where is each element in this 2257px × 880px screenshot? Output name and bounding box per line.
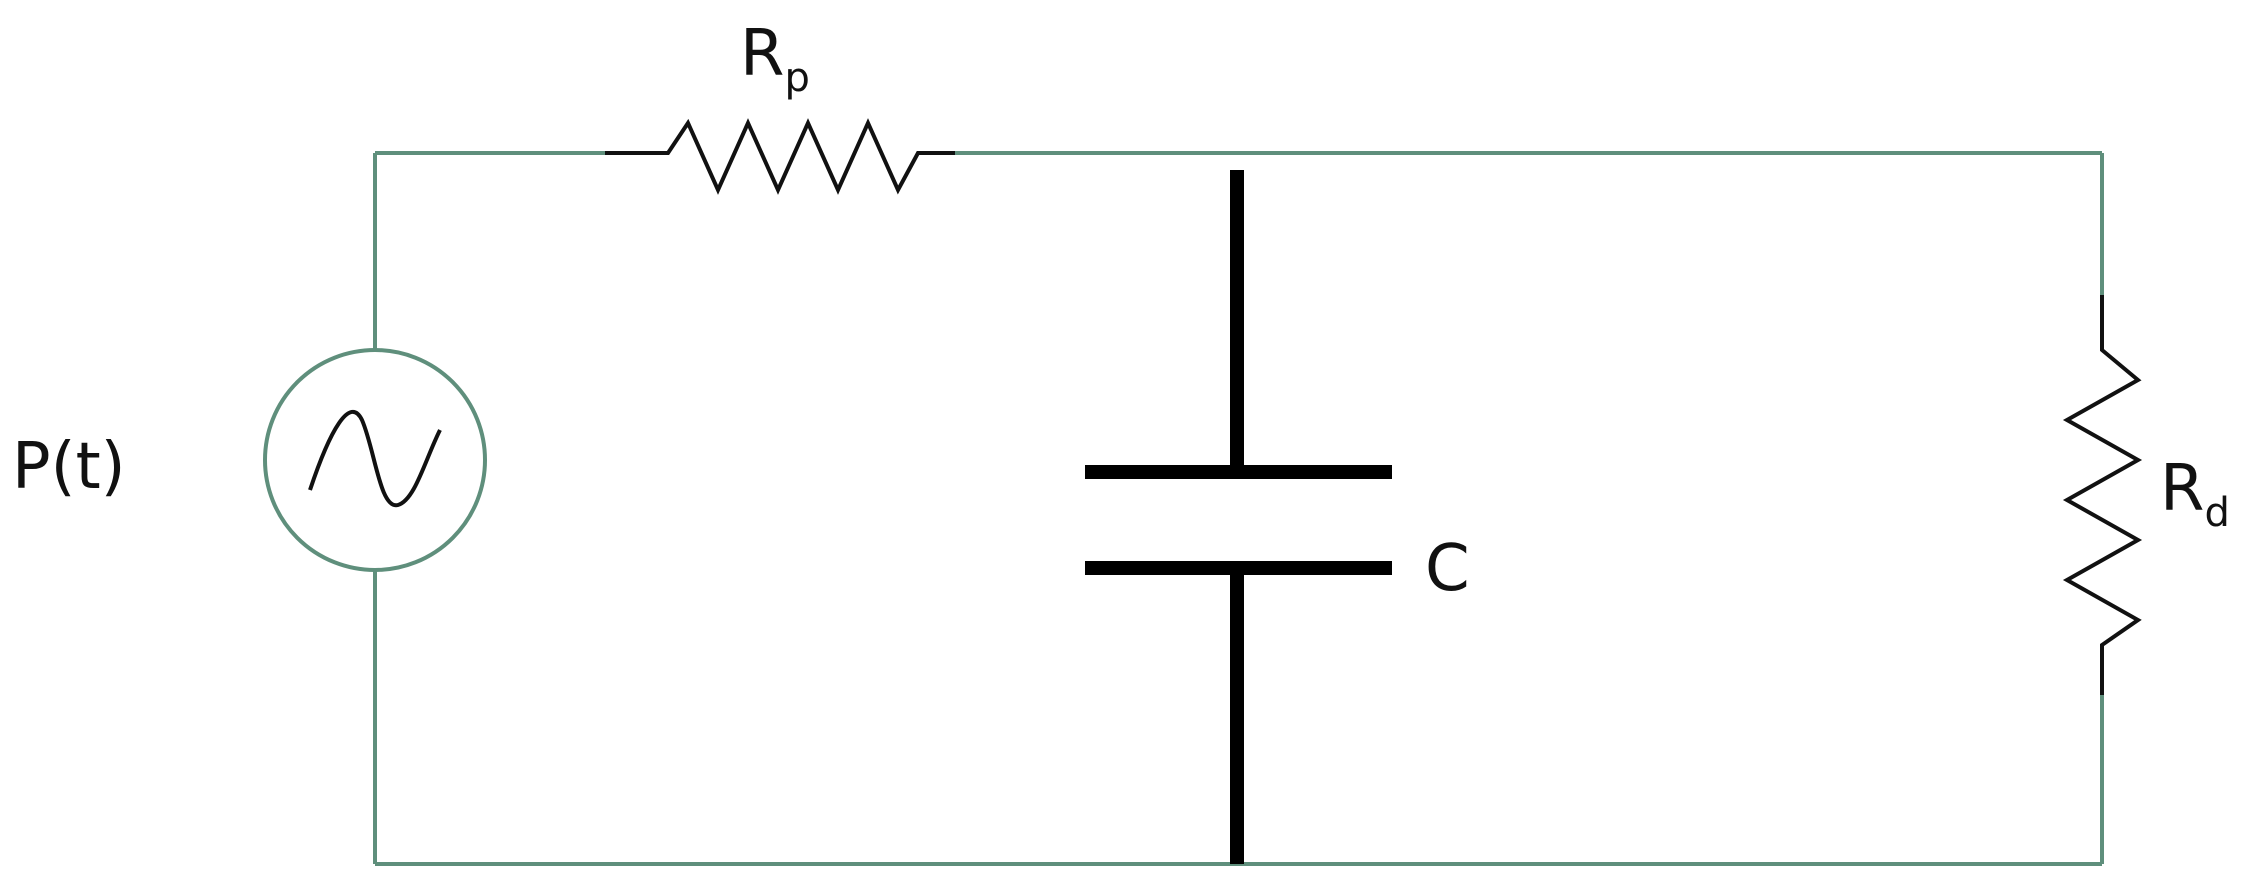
- resistor-rd-subscript: d: [2204, 490, 2229, 536]
- resistor-rp-subscript: p: [784, 55, 809, 101]
- resistor-rd-zigzag: [2062, 295, 2143, 695]
- ac-source: [263, 348, 487, 572]
- resistor-rp-label: Rp: [740, 17, 810, 101]
- resistor-rp-letter: R: [740, 17, 784, 91]
- capacitor: [1085, 170, 1392, 864]
- sine-wave-icon: [308, 409, 442, 508]
- source-label: P(t): [12, 430, 126, 504]
- resistor-rp-zigzag: [605, 118, 955, 195]
- resistor-rd-letter: R: [2160, 452, 2204, 526]
- resistor-rp: [605, 118, 955, 195]
- resistor-rd: [2062, 295, 2143, 695]
- capacitor-label: C: [1425, 532, 1470, 606]
- resistor-rd-label: Rd: [2160, 452, 2230, 536]
